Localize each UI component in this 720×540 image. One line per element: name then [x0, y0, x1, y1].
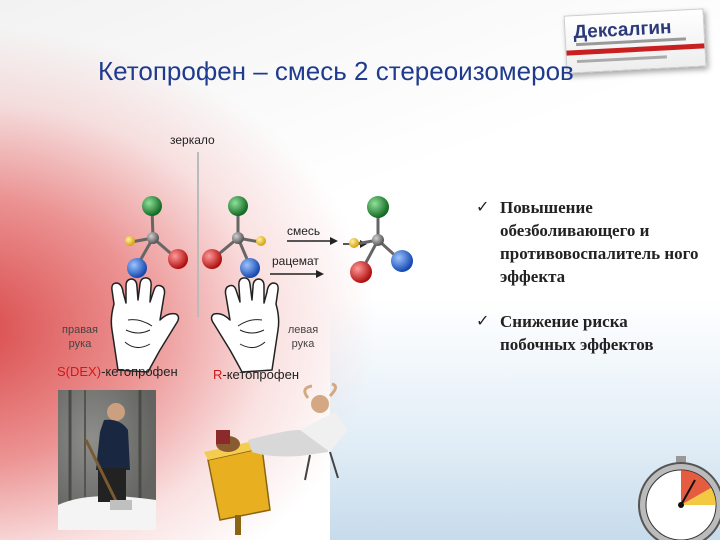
benefits-list: ✓ Повышение обезболивающего и противовос…	[476, 196, 706, 378]
atom-green	[142, 196, 162, 216]
atom-red	[202, 249, 222, 269]
check-icon: ✓	[476, 313, 490, 330]
benefit-item: ✓ Снижение риска побочных эффектов	[476, 310, 706, 356]
man-relaxing-at-desk-image	[204, 382, 348, 535]
atom-green	[228, 196, 248, 216]
s-isomer-prefix: S(DEX)	[57, 364, 102, 379]
atom-center	[372, 234, 384, 246]
check-icon: ✓	[476, 199, 490, 216]
atom-yellow	[256, 236, 266, 246]
left-hand-icon	[210, 277, 280, 373]
molecule-selected	[349, 196, 413, 283]
benefit-item: ✓ Повышение обезболивающего и противовос…	[476, 196, 706, 288]
atom-green	[367, 196, 389, 218]
atom-yellow	[349, 238, 359, 248]
atom-blue	[391, 250, 413, 272]
atom-blue	[240, 258, 260, 278]
right-hand-label: правая рука	[62, 324, 98, 350]
mixture-label: смесь	[287, 224, 321, 238]
mirror-line	[197, 152, 199, 317]
right-hand-icon	[110, 277, 180, 373]
r-isomer-prefix: R	[213, 367, 223, 382]
molecule-s	[125, 196, 188, 278]
benefit-text: Повышение обезболивающего и противовоспа…	[500, 198, 699, 286]
molecule-r	[202, 196, 266, 278]
benefit-text: Снижение риска побочных эффектов	[500, 312, 654, 354]
atom-center	[147, 232, 159, 244]
atom-blue	[127, 258, 147, 278]
s-isomer-label: S(DEX)-кетопрофен	[57, 364, 178, 379]
r-isomer-label: R-кетопрофен	[213, 367, 299, 382]
man-shoveling-snow-image	[58, 390, 156, 530]
atom-yellow	[125, 236, 135, 246]
r-isomer-suffix: -кетопрофен	[222, 367, 299, 382]
stopwatch-icon	[638, 456, 720, 540]
slide-title: Кетопрофен – смесь 2 стереоизомеров	[98, 56, 574, 86]
atom-red	[168, 249, 188, 269]
left-hand-label: левая рука	[287, 324, 319, 350]
racemate-label: рацемат	[272, 254, 319, 268]
atom-center	[232, 232, 244, 244]
s-isomer-suffix: -кетопрофен	[101, 364, 178, 379]
atom-red	[350, 261, 372, 283]
mirror-label: зеркало	[170, 133, 215, 147]
